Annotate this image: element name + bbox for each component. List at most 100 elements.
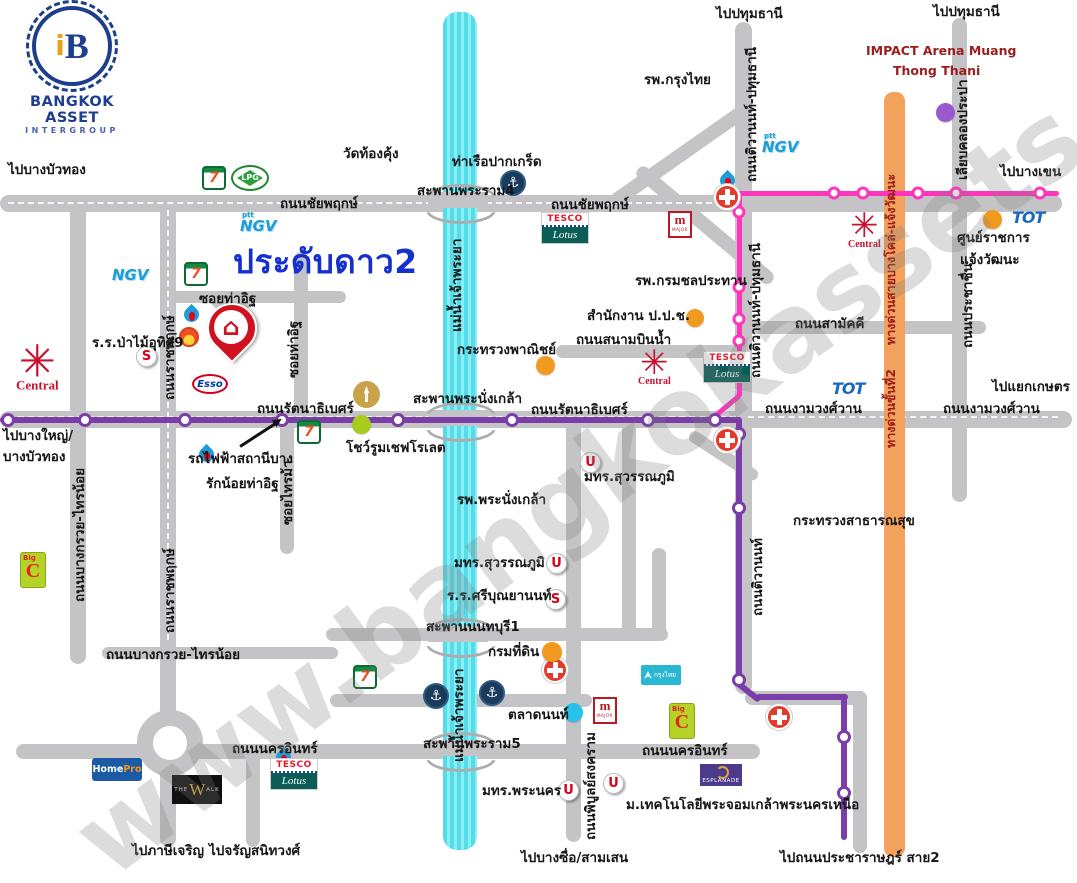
ptt-station-icon — [195, 442, 218, 466]
map-label: ถนนราชพฤกษ์ — [162, 315, 178, 400]
map-label: ถนนรัตนาธิเบศร์ — [257, 401, 354, 417]
map-label: ถนนสามัคคี — [795, 316, 865, 332]
purple-line-station — [178, 413, 192, 427]
bridge — [428, 626, 488, 642]
pink-line-station — [949, 186, 963, 200]
map-label: สะพานนนทบุรี1 — [426, 619, 520, 635]
map-label: ไปถนนประชาราษฎร์ สาย2 — [780, 850, 940, 866]
school-badge: S — [136, 346, 157, 367]
road-prachachuen-liab-khlong-prapa — [952, 18, 967, 502]
map-label: ซอยท่าอิฐ — [286, 320, 302, 378]
bridge — [428, 740, 488, 756]
map-label: วัดท้องคุ้ง — [343, 146, 399, 162]
shell-station-icon — [179, 327, 199, 347]
purple-line-station — [641, 413, 655, 427]
school-badge: S — [545, 589, 566, 610]
mrt-purple-line — [756, 694, 848, 700]
mrt-purple-line — [841, 694, 847, 840]
map-label: ไปจรัญสนิทวงศ์ — [209, 843, 301, 859]
hospital-cross-icon — [714, 427, 740, 453]
soi-tha-it — [294, 252, 308, 422]
roundabout — [137, 710, 203, 776]
map-label: โชว์รูมเชฟโรเลต — [346, 440, 446, 456]
map-label: ซอยท่าอิฐ — [199, 291, 257, 307]
map-label: ถนนประชาชื่น — [960, 263, 976, 348]
map-label: ตลาดนนท์ — [508, 707, 569, 723]
bridge — [428, 192, 488, 208]
purple-line-station — [708, 413, 722, 427]
road-to-charansanitwong — [246, 752, 260, 847]
seven-eleven-logo: 7 — [202, 166, 226, 190]
map-label: ไปบางเขน — [1000, 164, 1062, 180]
university-badge: U — [580, 452, 601, 473]
map-label: ทางด่วนขั้นที่2 — [883, 368, 898, 448]
map-label: ไปบางใหญ่/ — [3, 428, 74, 444]
map-label: ถนนชัยพฤกษ์ — [551, 197, 629, 213]
purple-line-station — [391, 413, 405, 427]
pier-icon: ⚓ — [423, 683, 449, 709]
central-logo: ✳Central — [848, 206, 881, 250]
purple-line-station — [275, 413, 289, 427]
hospital-cross-icon — [714, 184, 740, 210]
map-label: แม่น้ำเจ้าพระยา — [449, 238, 465, 332]
krungthai-bank-logo: กรุงไทย — [641, 665, 681, 685]
map-label: ถนนบางกรวย-ไทรน้อย — [106, 647, 241, 663]
map-label: สำนักงาน ป.ป.ช. — [587, 308, 691, 324]
pink-line-station — [732, 334, 746, 348]
map-label: ถนนติวานนท์-ปทุมธานี — [748, 243, 764, 378]
pier-icon: ⚓ — [479, 680, 505, 706]
pink-line-station — [827, 186, 841, 200]
map-label: ถนนนครอินทร์ — [642, 743, 728, 759]
pier-icon: ⚓ — [500, 170, 526, 196]
road-phibunsongkhram — [566, 418, 581, 842]
logo-monogram-b: B — [64, 26, 89, 66]
central-logo: ✳Central — [638, 343, 671, 387]
pink-line-station — [732, 312, 746, 326]
seven-eleven-logo: 7 — [184, 262, 208, 286]
mrt-pink-line — [737, 191, 1059, 196]
map-label: กรมที่ดิน — [488, 644, 540, 660]
mrt-pink-line — [737, 191, 742, 397]
pink-line-station — [732, 280, 746, 294]
purple-line-station — [505, 413, 519, 427]
map-label: ไปบางซื่อ/สามเสน — [521, 850, 629, 866]
road-centerline — [8, 202, 432, 204]
map-label: ถนนนครอินทร์ — [232, 741, 318, 757]
temple-icon — [353, 381, 380, 408]
map-label: ไปปทุมธานี — [933, 4, 1000, 20]
road-samakkhi — [740, 321, 986, 334]
map-label: ศูนย์ราชการ — [957, 230, 1030, 246]
university-badge: U — [546, 553, 567, 574]
map-label: รักน้อยท่าอิฐ — [206, 476, 279, 492]
poi-dot — [564, 703, 583, 722]
esplanade-logo: ESPLANADE — [700, 764, 742, 786]
university-badge: U — [558, 780, 579, 801]
poi-dot — [542, 642, 562, 662]
expressway — [884, 92, 905, 857]
poi-dot — [936, 103, 955, 122]
tot-logo: TOT — [1012, 208, 1045, 227]
map-label: สะพานพระนั่งเกล้า — [413, 391, 523, 407]
road-side-east — [622, 418, 636, 638]
ngv-logo: NGV — [112, 266, 149, 284]
tot-logo: TOT — [832, 379, 865, 398]
poi-dot — [686, 309, 704, 327]
map-label: ม.เทคโนโลยีพระจอมเกล้าพระนครเหนือ — [626, 797, 860, 813]
map-label: Thong Thani — [893, 63, 981, 78]
purple-line-station — [732, 673, 746, 687]
map-label: ร.ร.ป่าไม้อุทิศ9 — [92, 335, 184, 351]
pink-line-station — [911, 186, 925, 200]
map-label: รถไฟฟ้าสถานีบาง — [188, 451, 293, 467]
map-label: ถนนติวานนท์-ปทุมธานี — [744, 47, 760, 182]
map-label: กระทรวงสาธารณสุข — [793, 513, 915, 529]
map-label: ประดับดาว2 — [233, 242, 418, 281]
logo-monogram-i: i — [55, 29, 65, 62]
